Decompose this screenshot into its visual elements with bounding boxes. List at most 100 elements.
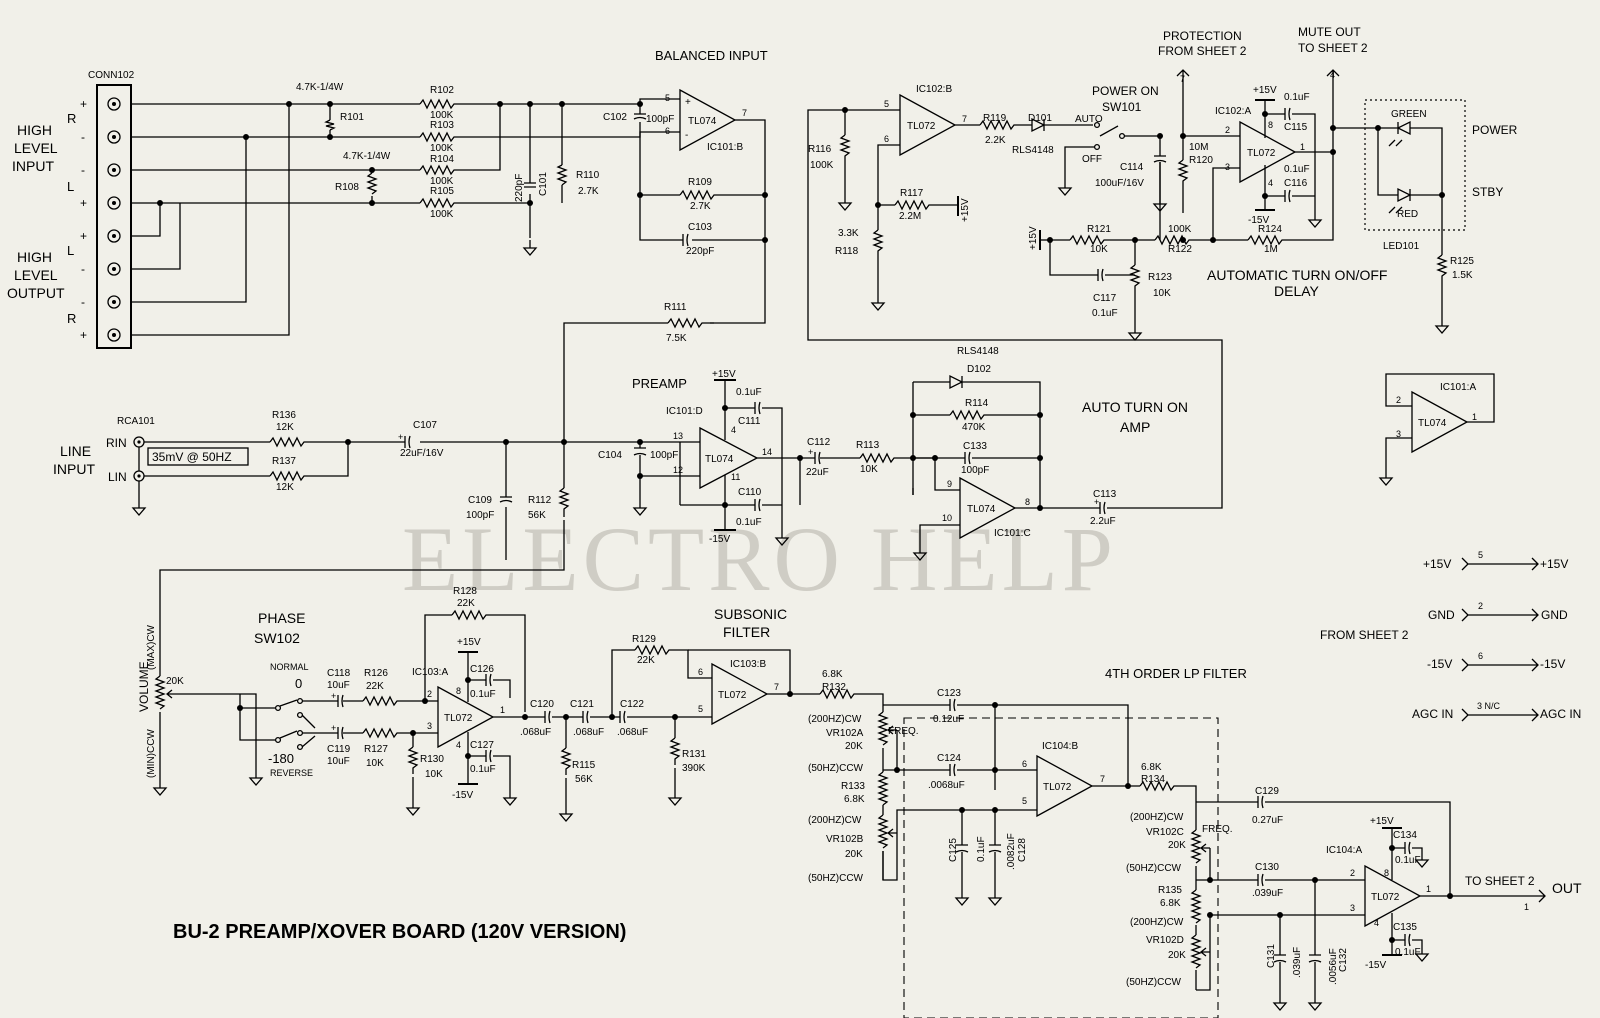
c135: C135: [1393, 922, 1417, 933]
rail-gnd-left: GND: [1428, 608, 1455, 622]
ic101d-p15: +15V: [712, 369, 736, 380]
auto-turn-on-title-1: AUTO TURN ON: [1082, 399, 1188, 415]
ic104a-pin4: 4: [1374, 918, 1379, 928]
r105v: 100K: [430, 209, 454, 220]
c133: C133: [963, 441, 987, 452]
out-pin1: 1: [1524, 902, 1529, 912]
pin-group-l1: L: [67, 179, 74, 194]
to-sheet2: TO SHEET 2: [1465, 874, 1535, 888]
r102v: 100K: [430, 110, 454, 121]
r130: R130: [420, 754, 444, 765]
ic104b-label: IC104:B: [1042, 741, 1078, 752]
c126: C126: [470, 664, 494, 675]
r110v: 2.7K: [578, 186, 599, 197]
ic102a-pin8: 8: [1268, 120, 1273, 130]
ic101b-label: IC101:B: [707, 142, 743, 153]
ic104a-tl072: TL072: [1371, 892, 1400, 903]
r114: R114: [965, 398, 989, 409]
ic104a-p15: +15V: [1370, 816, 1394, 827]
ic101c-tl074: TL074: [967, 504, 996, 515]
lin-label: LIN: [108, 470, 127, 484]
vr102b-v: 20K: [845, 849, 863, 860]
c118: C118: [327, 668, 351, 679]
volume-phase-section: VOLUME (MAX)CW (MIN)CCW 20K PHASE SW102 …: [137, 586, 700, 822]
r120: R120: [1189, 155, 1213, 166]
c133v: 100pF: [961, 465, 989, 476]
phase-normal: NORMAL: [270, 662, 309, 672]
r125v: 1.5K: [1452, 270, 1473, 281]
ic104a-pin1: 1: [1426, 884, 1431, 894]
r135v: 6.8K: [1160, 898, 1181, 909]
svg-text:+: +: [808, 447, 813, 457]
r104v: 100K: [430, 176, 454, 187]
ic101d-pin11: 11: [731, 472, 740, 482]
ic104b-tl072: TL072: [1043, 782, 1072, 793]
pin-group-l2: L: [67, 243, 74, 258]
rail-gnd-right: GND: [1541, 608, 1568, 622]
r101: R101: [340, 112, 364, 123]
rail-agc-pin: 3 N/C: [1477, 701, 1501, 711]
c120v: .068uF: [520, 727, 551, 738]
pin-sign-4: +: [80, 196, 87, 210]
c128: C128: [1017, 838, 1028, 862]
ic101b-tl074: TL074: [688, 116, 717, 127]
ic101c-pin8: 8: [1025, 497, 1030, 507]
r132: R132: [822, 682, 846, 693]
ic101d-tl074: TL074: [705, 454, 734, 465]
vr102b-ccw: (50HZ)CCW: [808, 873, 864, 884]
vr102d-ccw: (50HZ)CCW: [1126, 977, 1182, 988]
c126v: 0.1uF: [470, 689, 496, 700]
r129v: 22K: [637, 655, 655, 666]
lp-filter-section: 4TH ORDER LP FILTER TL072 IC104:B 6 5 7: [808, 666, 1582, 1018]
ic101d-pin14: 14: [762, 447, 772, 457]
high-level-input-3: INPUT: [12, 158, 54, 174]
from-sheet2: FROM SHEET 2: [1320, 628, 1409, 642]
vr102c-ccw: (50HZ)CCW: [1126, 863, 1182, 874]
preamp-section: PREAMP RCA101 LINE INPUT RIN LIN 35mV @ …: [53, 369, 935, 672]
c124: C124: [937, 753, 961, 764]
r126v: 22K: [366, 681, 384, 692]
power-on-title-1: POWER ON: [1092, 84, 1159, 98]
high-level-input-1: HIGH: [17, 122, 52, 138]
c110: C110: [738, 487, 762, 498]
c112: C112: [807, 437, 831, 448]
rail-p15-right: +15V: [1540, 557, 1568, 571]
led-red: RED: [1397, 209, 1418, 220]
r103: R103: [430, 120, 454, 131]
ic101a-block: TL074 IC101:A 2 3 1: [1379, 373, 1495, 486]
c117v: 0.1uF: [1092, 308, 1118, 319]
r127: R127: [364, 744, 388, 755]
r117v: 2.2M: [899, 211, 921, 222]
ic103a-pin4: 4: [456, 740, 461, 750]
r120v: 10M: [1189, 142, 1208, 153]
rail-agc-right: AGC IN: [1540, 707, 1581, 721]
r110: R110: [576, 170, 600, 181]
rail-agc-left: AGC IN: [1412, 707, 1453, 721]
d101: D101: [1028, 113, 1052, 124]
ic104a-pin8: 8: [1384, 868, 1389, 878]
r109v: 2.7K: [690, 201, 711, 212]
r130v: 10K: [425, 769, 443, 780]
ic103a-pin3: 3: [427, 721, 432, 731]
ic103a-pin1: 1: [500, 705, 505, 715]
line-input-1: LINE: [60, 443, 91, 459]
led101-block: LED101 GREEN RED POWER STBY R125 1.5K: [1364, 99, 1518, 334]
r115v: 56K: [575, 774, 593, 785]
conn-pins: [107, 97, 121, 342]
c122: C122: [620, 699, 644, 710]
power-rails: +15V 5 +15V GND 2 GND FROM SHEET 2 -15V …: [1320, 550, 1581, 722]
c107v: 22uF/16V: [400, 448, 444, 459]
r108: R108: [335, 182, 359, 193]
r137v: 12K: [276, 482, 294, 493]
c112v: 22uF: [806, 467, 829, 478]
vr102a-ccw: (50HZ)CCW: [808, 763, 864, 774]
ic101b-pin7: 7: [742, 108, 747, 118]
c121: C121: [570, 699, 594, 710]
volume-max: (MAX)CW: [146, 624, 157, 670]
high-level-output-2: LEVEL: [14, 267, 58, 283]
vr102a: VR102A: [826, 728, 864, 739]
subsonic-title-1: SUBSONIC: [714, 606, 787, 622]
c124v: .0068uF: [928, 780, 965, 791]
ic104a-pin3: 3: [1350, 903, 1355, 913]
ic101d-pin12: 12: [673, 465, 683, 475]
